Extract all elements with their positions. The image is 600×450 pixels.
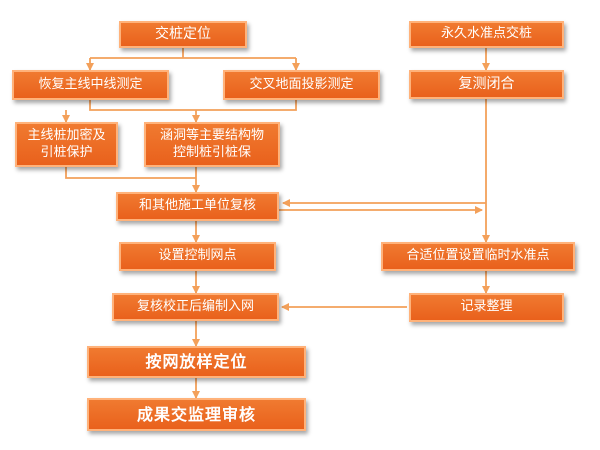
node-yongjiu: 永久水准点交桩 <box>409 21 564 48</box>
node-handong: 涵洞等主要结构物控制桩引桩保 <box>144 122 280 167</box>
edge-zhuxian-down <box>65 167 196 179</box>
node-hefu: 和其他施工单位复核 <box>116 192 279 221</box>
node-heshi: 合适位置设置临时水准点 <box>381 242 575 271</box>
node-shezhi: 设置控制网点 <box>119 242 276 271</box>
node-jiaocha: 交叉地面投影测定 <box>223 70 380 100</box>
node-fuhe: 复核校正后编制入网 <box>112 293 279 321</box>
node-jiaozhuang: 交桩定位 <box>119 21 247 48</box>
edge-merge-row2 <box>89 100 297 111</box>
node-chengguo: 成果交监理审核 <box>87 398 306 431</box>
node-fuce: 复测闭合 <box>409 70 564 99</box>
node-anwang: 按网放样定位 <box>87 346 306 378</box>
node-huifu: 恢复主线中线测定 <box>12 70 169 100</box>
node-zhuxian: 主线桩加密及引桩保护 <box>15 122 118 167</box>
edge-jiaozhuang-split <box>90 48 296 59</box>
node-jilu: 记录整理 <box>409 293 564 322</box>
